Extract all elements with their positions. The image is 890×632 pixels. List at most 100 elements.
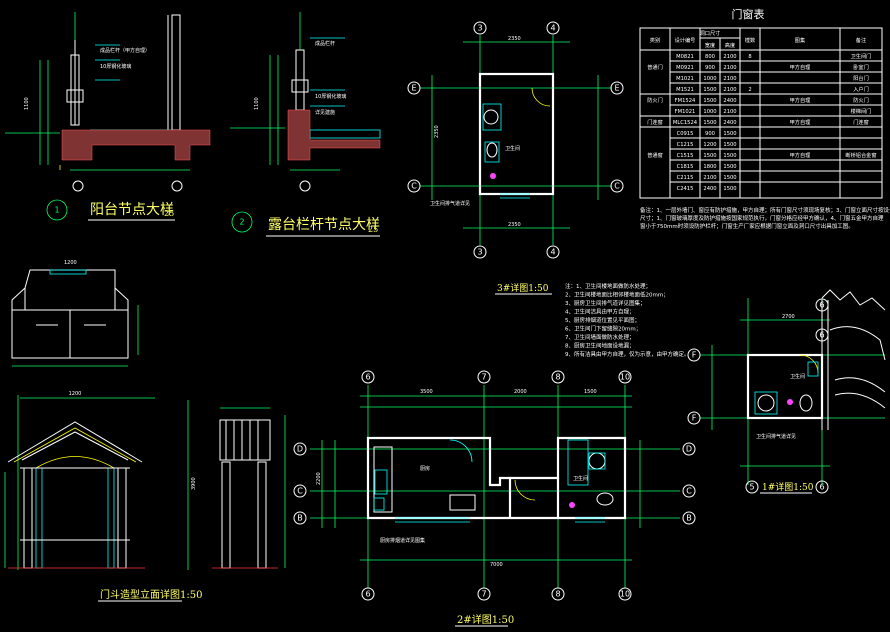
table-cell: 普通门: [647, 63, 663, 71]
table-cell: 1500: [723, 164, 736, 170]
table-cell: 1500: [703, 87, 716, 93]
d1-note: 卫生间排气道详见: [756, 433, 796, 440]
table-cell: 2100: [723, 87, 736, 93]
d3-axis-top-4: 4: [550, 24, 555, 33]
terrace-detail-scale: 25: [368, 225, 378, 234]
gable-label: 1200: [64, 260, 77, 266]
terrace-detail: 成品栏杆 10厚钢化玻璃 详见建施 1100 2 露台栏杆节点大样 25: [230, 12, 381, 237]
table-cell: 2100: [723, 65, 736, 71]
d1-axis-bottom-6: 6: [819, 483, 824, 492]
terrace-height-dim: 1100: [254, 97, 260, 110]
table-cell: 2400: [723, 120, 736, 126]
window-table-title: 门窗表: [732, 7, 765, 21]
table-cell: 900: [705, 65, 715, 71]
table-header-cell: 类别: [650, 36, 660, 44]
table-cell: C1815: [677, 164, 694, 170]
table-cell: 900: [705, 131, 715, 137]
d1-axis-f-left-2: F: [692, 351, 697, 360]
d1-axis-top-6b: 6: [819, 331, 824, 340]
detail-2-plan: 厨房 卫生间 3500 2000 1500 7000 2200 厨房排烟道详见图…: [293, 370, 696, 627]
door-width-dim: 1200: [69, 391, 82, 397]
table-cell: 甲方自理: [790, 96, 812, 104]
balcony-detail-title: 阳台节点大样: [90, 202, 174, 218]
table-cell: M0921: [676, 65, 694, 71]
table-cell: 1000: [703, 76, 716, 82]
table-cell: 普通窗: [647, 151, 663, 159]
balcony-note-1: 成品栏杆（甲方自理）: [100, 47, 150, 54]
gable-section: 1200: [11, 260, 139, 367]
d3-axis-e-left: E: [411, 84, 416, 93]
note-line: 7、卫生间墙面做防水处理；: [565, 333, 635, 341]
table-subheader-cell: 宽度: [705, 41, 715, 49]
table-cell: 1500: [723, 153, 736, 159]
detail-2-title: 2#详图1:50: [457, 613, 514, 626]
table-cell: 1000: [703, 109, 716, 115]
table-cell: 卫生间门: [851, 52, 872, 60]
d2-axis-b-left: B: [297, 514, 303, 523]
d3-axis-c-right: C: [614, 182, 620, 191]
d2-axis-bottom-7: 7: [481, 590, 486, 599]
table-cell: M1021: [676, 76, 694, 82]
d1-axis-f-left: F: [692, 414, 697, 423]
note-line: 2、卫生间楼地面比相邻楼地面低20mm；: [565, 291, 669, 299]
d2-axis-top-6: 6: [365, 373, 370, 382]
note-line: 9、所有洁具由甲方自理，仅为示意，由甲方确定。: [565, 350, 690, 358]
door-elevation: 1200 3900 门斗造型立面详图1:50: [4, 391, 286, 602]
d3-axis-e-right: E: [614, 84, 619, 93]
table-cell: FM1524: [675, 98, 696, 104]
detail-1-plan: 卫生间 2700 卫生间排气道详见 6 6 F F 5 6 1#详图1:50: [687, 289, 886, 494]
table-header-cell: 樘数: [745, 36, 756, 44]
terrace-detail-title: 露台栏杆节点大样: [268, 217, 380, 233]
d3-side-dim: 2350: [434, 125, 440, 138]
table-cell: FM1021: [675, 109, 696, 115]
d2-axis-bottom-10: 10: [620, 590, 630, 599]
table-header-cell: 设计编号: [675, 36, 696, 44]
table-header-cell: 图集: [795, 36, 806, 44]
door-height-dim: 3900: [191, 477, 197, 490]
d3-toilet-label: 卫生间: [505, 145, 520, 152]
terrace-note-1: 成品栏杆: [315, 40, 335, 47]
d1-axis-bottom-5: 5: [749, 483, 754, 492]
detail-1-title: 1#详图1:50: [762, 481, 814, 493]
terrace-note-3: 详见建施: [315, 109, 335, 116]
d2-total-dim: 7000: [490, 562, 503, 568]
balcony-detail-scale: 25: [164, 209, 174, 218]
table-cell: 8: [748, 54, 751, 60]
d2-axis-top-10: 10: [620, 373, 630, 382]
table-cell: 甲方自理: [790, 63, 812, 71]
note-line: 8、厨房卫生间地面设地漏；: [565, 342, 635, 350]
balcony-detail: 成品栏杆（甲方自理） 10厚钢化玻璃 1100 1 阳台节点大样 25: [5, 12, 211, 221]
d2-top-dim-c: 1500: [584, 389, 597, 395]
table-cell: 1500: [703, 98, 716, 104]
table-cell: 2100: [723, 54, 736, 60]
table-cell: C1215: [677, 142, 694, 148]
table-header-cell: 洞口尺寸: [700, 29, 721, 37]
d1-toilet-label: 卫生间: [790, 373, 805, 380]
d2-axis-top-7: 7: [481, 373, 486, 382]
window-table-note-2: 尺寸；1、门窗玻璃厚度及防护措施按国家规范执行，门窗分格应经甲方确认，4、门窗五…: [640, 214, 884, 222]
d2-axis-top-8: 8: [555, 373, 560, 382]
detail-3-plan: 卫生间 2350 2350 2350 卫生间排气道详见 3 4 3 4 E E …: [407, 21, 624, 295]
table-cell: C1515: [677, 153, 694, 159]
d2-top-dim-b: 2000: [514, 389, 527, 395]
d2-top-dim-a: 3500: [420, 389, 433, 395]
table-subheader-cell: 高度: [725, 41, 735, 49]
table-cell: 阳台门: [853, 74, 869, 82]
table-header-cell: 备注: [856, 36, 866, 44]
table-cell: 1500: [723, 142, 736, 148]
terrace-note-2: 10厚钢化玻璃: [315, 93, 346, 100]
d2-axis-d-left: D: [297, 445, 303, 454]
table-cell: 1200: [703, 142, 716, 148]
balcony-note-2: 10厚钢化玻璃: [100, 63, 131, 70]
table-cell: 1500: [723, 131, 736, 137]
d3-axis-bottom-4: 4: [550, 248, 555, 257]
table-cell: M0821: [676, 54, 694, 60]
note-line: 4、卫生间洁具由甲方自理；: [565, 308, 635, 316]
d3-top-dim: 2350: [508, 36, 521, 42]
note-line: 6、卫生间门下留缝隙20mm；: [565, 325, 641, 333]
table-cell: 2: [748, 87, 751, 93]
d1-top-dim: 2700: [782, 314, 795, 320]
d3-bottom-dim: 2350: [508, 222, 521, 228]
table-cell: 1800: [703, 164, 716, 170]
